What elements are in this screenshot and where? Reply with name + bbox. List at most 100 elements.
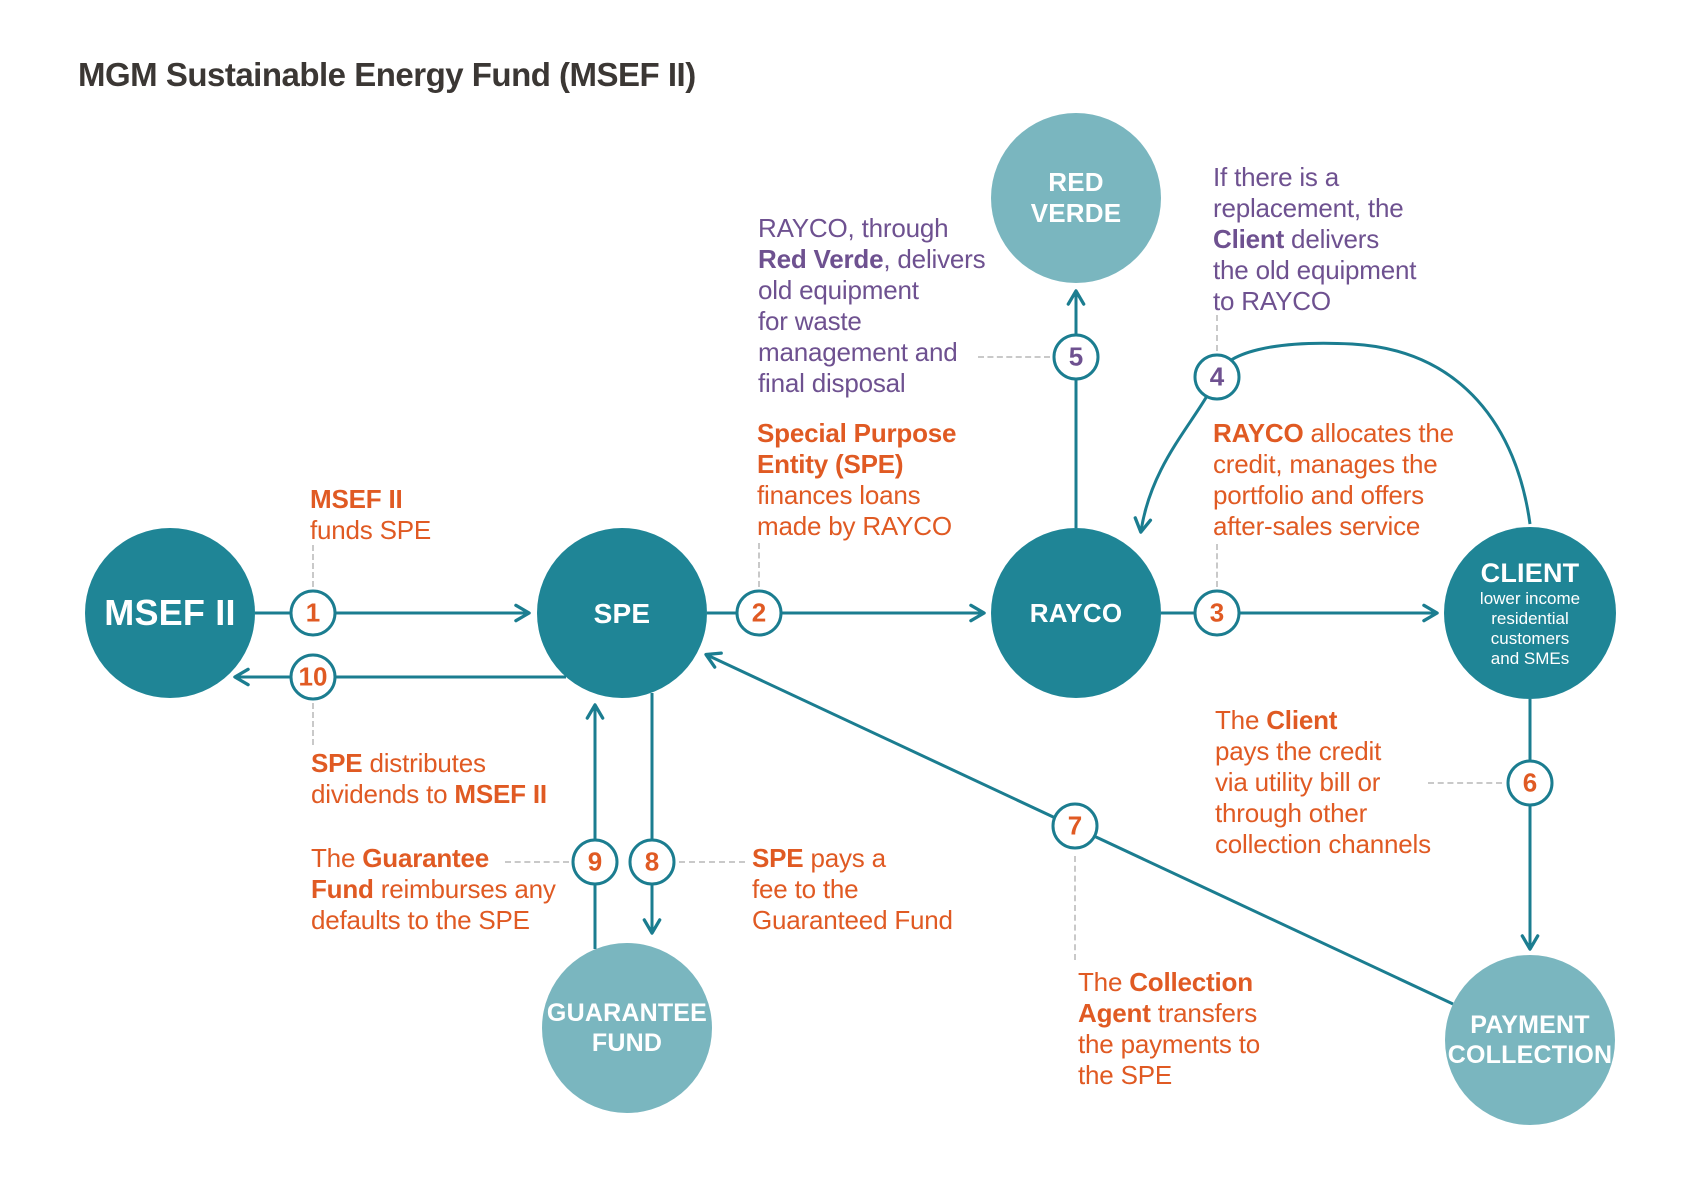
node-spe: SPE: [537, 528, 707, 698]
node-msef2-label: MSEF II: [104, 592, 236, 633]
annotation-line: SPE distributes: [311, 748, 547, 779]
annotation-line: RAYCO, through: [758, 213, 985, 244]
node-payment-collection-label: PAYMENT: [1470, 1011, 1590, 1039]
annotation-line: Agent transfers: [1078, 998, 1260, 1029]
annotation-text: Guaranteed Fund: [752, 905, 953, 935]
annotation-line: Red Verde, delivers: [758, 244, 986, 275]
node-client-subtitle: customers: [1490, 629, 1570, 648]
annotation-line: the SPE: [1078, 1060, 1260, 1091]
annotation-text: pays the credit: [1215, 736, 1382, 766]
annotation-text: Special Purpose: [757, 418, 957, 448]
annotation-text: dividends to: [311, 779, 455, 809]
leader-step-8: [679, 861, 745, 863]
annotation-line: fee to the: [752, 874, 953, 905]
annotation-text: management and: [758, 337, 958, 367]
annotation-line: via utility bill or: [1215, 767, 1431, 798]
annotation-text: SPE: [752, 843, 804, 873]
annotation-text: , delivers: [883, 244, 986, 274]
node-client-subtitle: residential: [1491, 609, 1569, 628]
annotation-text: finances loans: [757, 480, 921, 510]
leader-step-4: [1216, 315, 1218, 351]
annotation-line: Entity (SPE): [757, 449, 956, 480]
annotation-line: The Guarantee: [311, 843, 556, 874]
annotation-text: final disposal: [758, 368, 906, 398]
annotation-line: Guaranteed Fund: [752, 905, 953, 936]
step-badge-3: 3: [1193, 589, 1241, 637]
annotation-text: distributes: [362, 748, 486, 778]
step-badge-9: 9: [571, 838, 619, 886]
step-badge-1: 1: [289, 589, 337, 637]
annotation-text: the payments to: [1078, 1029, 1260, 1059]
annotation-line: credit, manages the: [1213, 449, 1454, 480]
annotation-text: for waste: [758, 306, 862, 336]
annotation-text: reimburses any: [373, 874, 556, 904]
annotation-line: to RAYCO: [1213, 286, 1416, 317]
annotation-line: RAYCO allocates the: [1213, 418, 1454, 449]
annotation-text: funds SPE: [310, 515, 432, 545]
annotation-text: via utility bill or: [1215, 767, 1381, 797]
annotation-text: to RAYCO: [1213, 286, 1331, 316]
annotation-line: made by RAYCO: [757, 511, 956, 542]
annotation-text: delivers: [1284, 224, 1380, 254]
annotation-text: collection channels: [1215, 829, 1431, 859]
annotation-line: The Client: [1215, 705, 1431, 736]
annotation-text: after-sales service: [1213, 511, 1421, 541]
annotation-text: old equipment: [758, 275, 919, 305]
annotation-text: transfers: [1150, 998, 1258, 1028]
annotation-line: through other: [1215, 798, 1431, 829]
annotation-line: the payments to: [1078, 1029, 1260, 1060]
annotation-text: pays a: [803, 843, 886, 873]
leader-step-2: [758, 543, 760, 587]
node-client-subtitle: lower income: [1479, 589, 1581, 608]
annotation-text: fee to the: [752, 874, 859, 904]
node-rayco-label: RAYCO: [1029, 597, 1123, 628]
annotation-line: final disposal: [758, 368, 985, 399]
annotation-text: Red Verde: [758, 244, 884, 274]
annotation-text: allocates the: [1303, 418, 1455, 448]
leader-step-1: [312, 545, 314, 587]
annotation-line: finances loans: [757, 480, 956, 511]
leader-step-9: [505, 861, 569, 863]
leader-step-5: [978, 356, 1050, 358]
annotation-text: The: [1215, 705, 1267, 735]
annotation-line: funds SPE: [310, 515, 431, 546]
annotation-line: collection channels: [1215, 829, 1431, 860]
step-badge-8: 8: [628, 838, 676, 886]
node-rayco: RAYCO: [991, 528, 1161, 698]
annotation-text: The: [1078, 967, 1130, 997]
annotation-line: Client delivers: [1213, 224, 1416, 255]
annotation-text: Collection: [1129, 967, 1253, 997]
annotation-text: RAYCO: [1213, 418, 1304, 448]
annotation-text: the SPE: [1078, 1060, 1172, 1090]
node-red-verde-label: VERDE: [1030, 198, 1122, 228]
annotation-line: after-sales service: [1213, 511, 1454, 542]
page-title: MGM Sustainable Energy Fund (MSEF II): [78, 56, 696, 93]
annotation-line: defaults to the SPE: [311, 905, 556, 936]
annotation-line: old equipment: [758, 275, 985, 306]
annotation-text: SPE: [311, 748, 363, 778]
annotation-line: for waste: [758, 306, 985, 337]
annotation-line: pays the credit: [1215, 736, 1431, 767]
annotation-line: portfolio and offers: [1213, 480, 1454, 511]
node-msef2: MSEF II: [85, 528, 255, 698]
step-badge-6: 6: [1506, 759, 1554, 807]
annotation-text: Guarantee: [362, 843, 490, 873]
annotation-text: MSEF II: [310, 484, 403, 514]
step-badge-5: 5: [1052, 333, 1100, 381]
step-badge-7: 7: [1051, 802, 1099, 850]
annotation-line: replacement, the: [1213, 193, 1416, 224]
annotation-text: replacement, the: [1213, 193, 1404, 223]
annotation-line: Fund reimburses any: [311, 874, 556, 905]
annotation-text: portfolio and offers: [1213, 480, 1424, 510]
annotation-text: the old equipment: [1213, 255, 1417, 285]
leader-step-3: [1216, 544, 1218, 587]
